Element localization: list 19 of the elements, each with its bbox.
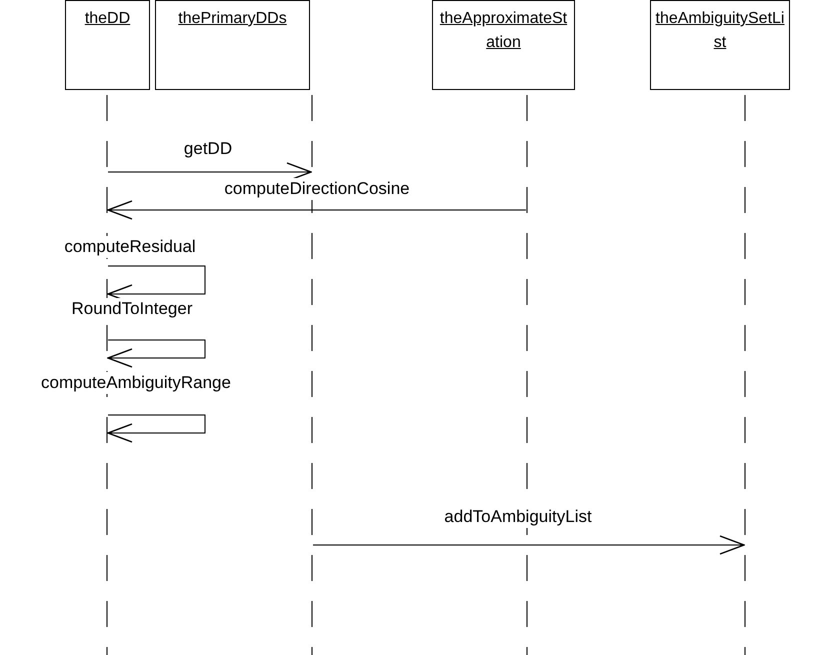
- object-name: theApproximateStation: [438, 9, 568, 53]
- lifeline: [744, 95, 746, 655]
- lifeline-header-box: [65, 0, 150, 90]
- message-label: computeResidual: [63, 236, 197, 258]
- lifeline-header-box: [432, 0, 575, 90]
- message-label: addToAmbiguityList: [443, 506, 593, 528]
- message-label: RoundToInteger: [70, 298, 194, 320]
- lifeline: [526, 95, 528, 655]
- object-name: theAmbiguitySetList: [654, 9, 786, 53]
- lifeline-header-box: [155, 0, 310, 90]
- message-label: computeAmbiguityRange: [40, 372, 232, 394]
- message-arrow: [107, 200, 526, 220]
- message-arrow: [107, 414, 206, 443]
- object-name: theDD: [84, 9, 130, 29]
- message-arrow: [107, 340, 206, 368]
- lifeline-header-box: [650, 0, 790, 90]
- message-label: computeDirectionCosine: [223, 178, 411, 200]
- object-name: thePrimaryDDs: [178, 9, 287, 29]
- message-arrow: [312, 535, 745, 555]
